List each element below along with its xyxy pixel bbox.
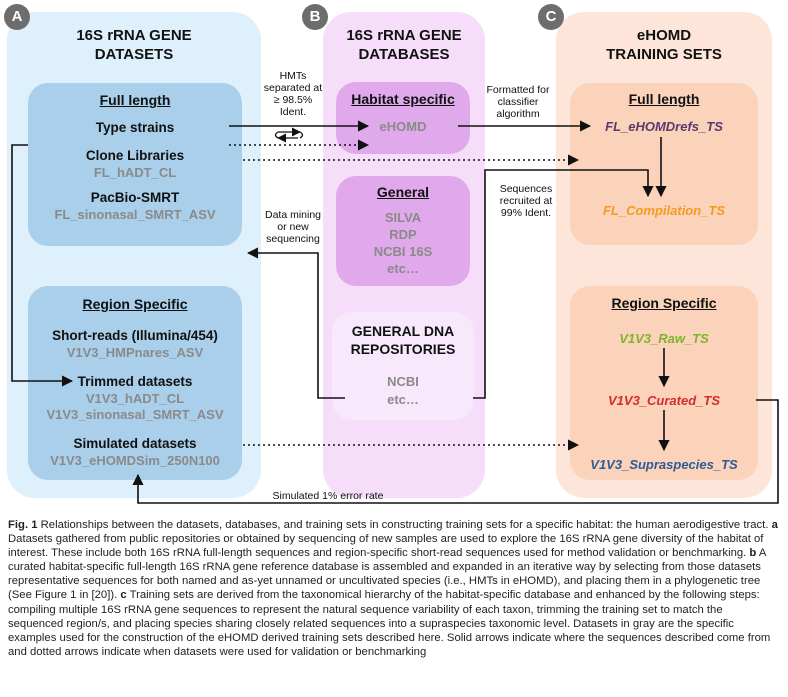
short-reads-label: Short-reads (Illumina/454) <box>52 328 218 343</box>
full-length-heading: Full length <box>99 92 171 108</box>
v1v3-supraspecies-ts: V1V3_Supraspecies_TS <box>590 457 738 472</box>
full-length-training-box <box>570 83 758 245</box>
arrow-data-mining <box>246 247 345 399</box>
full-length-datasets-box <box>28 83 242 246</box>
arrow-fulllength-to-trimmed <box>11 144 74 387</box>
v1v3-sinonasal-dataset: V1V3_sinonasal_SMRT_ASV <box>46 407 224 422</box>
pacbio-smrt-label: PacBio-SMRT <box>90 190 180 205</box>
arrow-curated-to-simulated <box>132 399 779 504</box>
caption-b-text: A curated habitat-specific full-length 1… <box>8 547 766 602</box>
caption-c-label: c <box>120 589 127 602</box>
caption-fig-label: Fig. 1 <box>8 519 38 531</box>
repositories-title-line1: GENERAL DNA <box>351 323 455 339</box>
fl-sinonasal-dataset: FL_sinonasal_SMRT_ASV <box>54 207 216 222</box>
clone-libraries-label: Clone Libraries <box>85 148 185 163</box>
repositories-title-line2: REPOSITORIES <box>350 341 456 357</box>
general-databases-box <box>336 176 470 286</box>
figure-caption: Fig. 1 Relationships between the dataset… <box>8 518 778 659</box>
simulated-datasets-label: Simulated datasets <box>73 436 197 451</box>
silva-database: SILVA <box>384 210 422 225</box>
caption-a-text: Datasets gathered from public repositori… <box>8 533 764 560</box>
habitat-specific-heading: Habitat specific <box>351 91 455 107</box>
v1v3-curated-ts: V1V3_Curated_TS <box>608 393 720 408</box>
error-rate-annotation: Simulated 1% error rate <box>272 490 384 502</box>
ncbi-repository: NCBI <box>387 374 419 389</box>
panel-b-badge: B <box>302 4 328 30</box>
v1v3-hmpnares-dataset: V1V3_HMPnares_ASV <box>66 345 204 360</box>
panel-a-badge: A <box>4 4 30 30</box>
arrow-recruited-to-compilation <box>473 169 654 399</box>
trimmed-datasets-label: Trimmed datasets <box>77 374 193 389</box>
etc-general: etc… <box>387 261 419 276</box>
cycle-icon <box>274 127 304 143</box>
v1v3-raw-ts: V1V3_Raw_TS <box>619 331 709 346</box>
v1v3-ehomdsim-dataset: V1V3_eHOMDSim_250N100 <box>50 453 220 468</box>
caption-c-text: Training sets are derived from the taxon… <box>8 589 771 658</box>
dna-repositories-box <box>332 312 474 420</box>
caption-b-label: b <box>749 547 757 560</box>
rdp-database: RDP <box>389 227 417 242</box>
general-heading: General <box>376 184 430 200</box>
region-specific-heading: Region Specific <box>82 296 188 312</box>
fl-hadt-cl-dataset: FL_hADT_CL <box>93 165 177 180</box>
ehomd-database: eHOMD <box>379 119 427 134</box>
region-specific-training-heading: Region Specific <box>611 295 717 311</box>
caption-intro: Relationships between the datasets, data… <box>40 519 769 531</box>
v1v3-hadt-cl-dataset: V1V3_hADT_CL <box>85 391 185 406</box>
caption-a-label: a <box>771 519 778 531</box>
type-strains-label: Type strains <box>95 120 175 135</box>
panel-c-badge: C <box>538 4 564 30</box>
arrows-layer <box>11 120 779 504</box>
etc-repository: etc… <box>387 392 419 407</box>
full-length-training-heading: Full length <box>628 91 700 107</box>
fl-compilation-ts: FL_Compilation_TS <box>602 203 726 218</box>
ncbi16s-database: NCBI 16S <box>373 244 433 259</box>
fl-ehomdrefs-ts: FL_eHOMDrefs_TS <box>605 119 723 134</box>
